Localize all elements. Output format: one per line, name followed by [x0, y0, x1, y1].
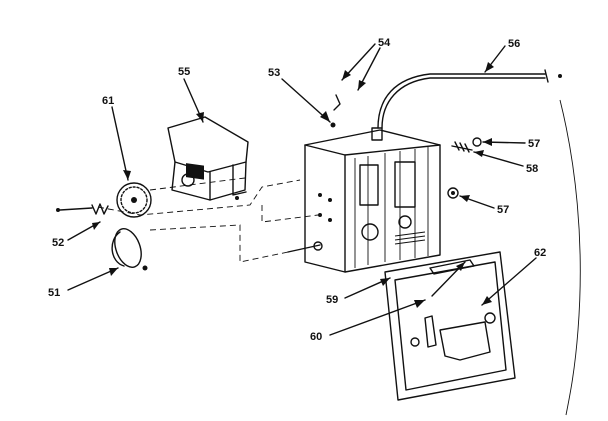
- front-cover-plate-part-62: [384, 251, 516, 401]
- fastener-part-58: [451, 141, 473, 153]
- label-58: 58: [526, 163, 538, 175]
- label-54: 54: [378, 37, 391, 49]
- leader-lines: [67, 43, 537, 336]
- label-62: 62: [534, 247, 546, 259]
- knob-part-57-upper: [472, 137, 482, 147]
- label-57-upper: 57: [528, 138, 540, 150]
- label-57-lower: 57: [497, 204, 509, 216]
- cam-disc-part-51: [111, 228, 148, 271]
- label-55: 55: [178, 66, 190, 78]
- label-53: 53: [268, 67, 280, 79]
- timer-housing: [287, 127, 441, 273]
- label-61: 61: [102, 95, 114, 107]
- cable-part-56: [377, 69, 562, 129]
- label-59: 59: [326, 294, 338, 306]
- page-edge-line: [559, 99, 581, 416]
- screw-part-53: [330, 122, 336, 128]
- spring-part-52: [56, 203, 109, 215]
- exploded-view-lines: [97, 177, 319, 263]
- knob-part-57-lower: [447, 187, 459, 199]
- label-56: 56: [508, 38, 520, 50]
- mounting-bracket-part-55: [167, 116, 249, 201]
- label-51: 51: [48, 287, 60, 299]
- label-60: 60: [310, 331, 322, 343]
- connector-part-54: [333, 94, 341, 111]
- gear-part-61: [116, 182, 152, 218]
- label-52: 52: [52, 237, 64, 249]
